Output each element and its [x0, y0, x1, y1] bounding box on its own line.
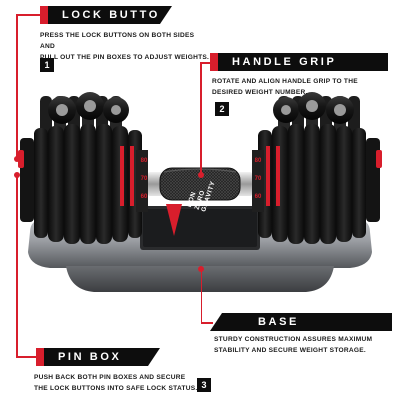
accent-cap [40, 6, 48, 24]
pin-box-leader-h [16, 356, 38, 358]
pin-box-leader-v [16, 175, 18, 357]
brand-logo [166, 204, 182, 236]
lock-button-marker [13, 156, 20, 162]
left-weight-numbers: 80 70 60 [139, 152, 149, 206]
pin-box-description: PUSH BACK BOTH PIN BOXES AND SECURE THE … [34, 372, 202, 394]
pin-box-desc-line-1: PUSH BACK BOTH PIN BOXES AND SECURE [34, 374, 186, 381]
lock-button-description: PRESS THE LOCK BUTTONS ON BOTH SIDES AND… [40, 30, 210, 63]
accent-cap [210, 53, 218, 71]
base-title: BASE [222, 313, 392, 331]
weight-number: 70 [140, 176, 148, 182]
lock-button-header: LOCK BUTTON [40, 6, 172, 24]
handle-grip-leader-h [200, 62, 212, 64]
handle-grip-title: HANDLE GRIP [218, 53, 388, 71]
left-weight-plates [18, 124, 148, 244]
base-desc-line-1: STURDY CONSTRUCTION ASSURES MAXIMUM [214, 336, 373, 343]
base-description: STURDY CONSTRUCTION ASSURES MAXIMUM STAB… [214, 334, 394, 356]
base-leader-v [200, 269, 202, 323]
pin-box-desc-line-2: THE LOCK BUTTONS INTO SAFE LOCK STATUS. [34, 385, 198, 392]
weight-number: 70 [254, 176, 262, 182]
right-weight-plates [252, 124, 382, 244]
handle-grip-header: HANDLE GRIP [210, 53, 388, 71]
weight-number: 80 [254, 158, 262, 164]
right-weight-numbers: 80 70 60 [253, 152, 263, 206]
label-tail [148, 348, 160, 366]
weight-number: 60 [140, 194, 148, 200]
lock-button-desc-line-2: PULL OUT THE PIN BOXES TO ADJUST WEIGHTS… [40, 54, 210, 61]
pin-box-step-number: 3 [197, 378, 211, 392]
weight-number: 80 [140, 158, 148, 164]
lock-button-desc-line-1: PRESS THE LOCK BUTTONS ON BOTH SIDES AND [40, 32, 195, 50]
pin-box-title: PIN BOX [44, 348, 148, 366]
lock-button-leader-h [16, 14, 42, 16]
handle-grip-description: ROTATE AND ALIGN HANDLE GRIP TO THE DESI… [212, 76, 390, 98]
lock-button-title: LOCK BUTTON [48, 6, 168, 24]
handle-grip-desc-line-2: DESIRED WEIGHT NUMBER. [212, 89, 308, 96]
base-desc-line-2: STABILITY AND SECURE WEIGHT STORAGE. [214, 347, 366, 354]
base-header: BASE [210, 313, 392, 331]
accent-cap [36, 348, 44, 366]
lock-button-step-number: 1 [40, 58, 54, 72]
label-tail [210, 313, 222, 331]
handle-grip [148, 167, 252, 201]
label-tail [160, 6, 172, 24]
handle-grip-step-number: 2 [215, 102, 229, 116]
base-leader-h [200, 322, 213, 324]
handle-grip-marker [197, 172, 204, 178]
lock-button-leader-v [16, 14, 18, 158]
weight-number: 60 [254, 194, 262, 200]
pin-box-header: PIN BOX [36, 348, 160, 366]
handle-grip-leader-v [200, 62, 202, 174]
handle-grip-desc-line-1: ROTATE AND ALIGN HANDLE GRIP TO THE [212, 78, 358, 85]
